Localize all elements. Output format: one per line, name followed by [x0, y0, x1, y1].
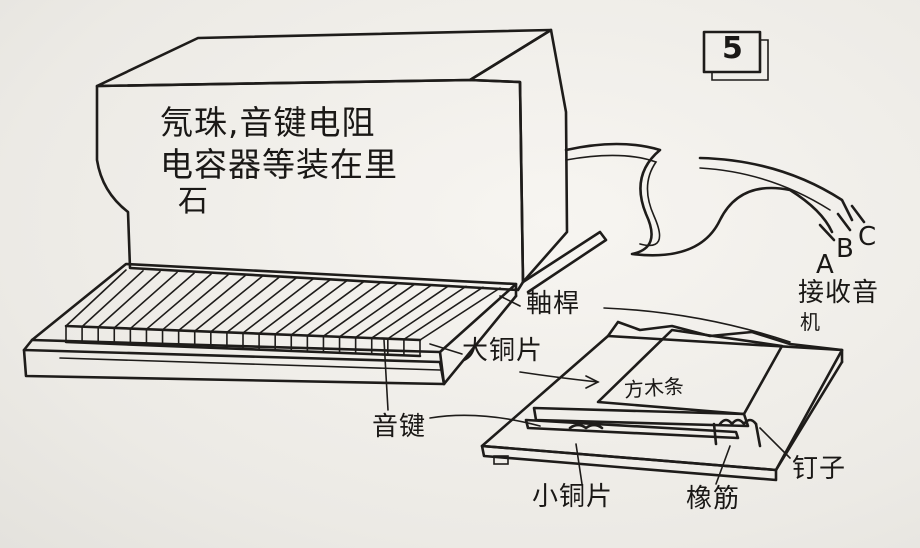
key-row-top: [64, 324, 422, 342]
key-divider: [226, 277, 297, 334]
label-axle: 軸桿: [526, 289, 581, 319]
key-divider: [242, 278, 314, 334]
signal-cable: [564, 142, 866, 257]
key-divider: [354, 283, 433, 339]
terminal-a: A: [816, 250, 835, 280]
key-divider: [65, 269, 127, 327]
front-panel-mark: 石: [178, 184, 209, 219]
key-divider: [274, 279, 348, 336]
key-divider: [387, 285, 467, 340]
key-divider: [113, 271, 178, 329]
figure-number-box: [702, 30, 769, 81]
label-wood-strip: 方木条: [623, 373, 685, 403]
key-divider: [177, 274, 246, 332]
key-divider: [81, 270, 144, 328]
cabinet-annotation-line2: 电容器等装在里: [160, 145, 398, 184]
key-divider: [97, 270, 161, 329]
key-divider: [258, 279, 331, 335]
label-receiver-line2: 机: [800, 310, 820, 334]
label-receiver-line1: 接收音: [798, 278, 880, 308]
key-divider: [322, 282, 399, 337]
keyboard-base: [22, 262, 518, 386]
key-divider: [290, 280, 365, 336]
key-divider: [306, 281, 382, 337]
label-small-copper: 小铜片: [532, 482, 614, 512]
cabinet-box: [95, 28, 608, 294]
label-large-copper: 大铜片: [462, 336, 544, 366]
key-divider: [403, 286, 484, 341]
key-divider: [338, 283, 416, 338]
label-rubber-band: 橡筋: [686, 484, 741, 514]
key-divider: [419, 287, 501, 341]
key-divider: [129, 272, 195, 330]
cabinet-annotation-line1: 氖珠,音键电阻: [160, 103, 376, 142]
key-divider: [370, 284, 450, 339]
key-array: [64, 269, 501, 358]
terminal-c: C: [858, 222, 878, 252]
key-divider: [210, 276, 280, 333]
label-key: 音键: [372, 412, 427, 442]
figure-number: 5: [722, 31, 743, 66]
key-row-bottom: [64, 340, 422, 358]
terminal-b: B: [836, 234, 855, 264]
key-divider: [145, 273, 212, 330]
key-divider: [193, 275, 263, 332]
leader-lines: [383, 295, 791, 485]
detail-board: [480, 320, 844, 482]
label-nail: 钉子: [792, 454, 847, 484]
key-divider: [161, 274, 229, 331]
